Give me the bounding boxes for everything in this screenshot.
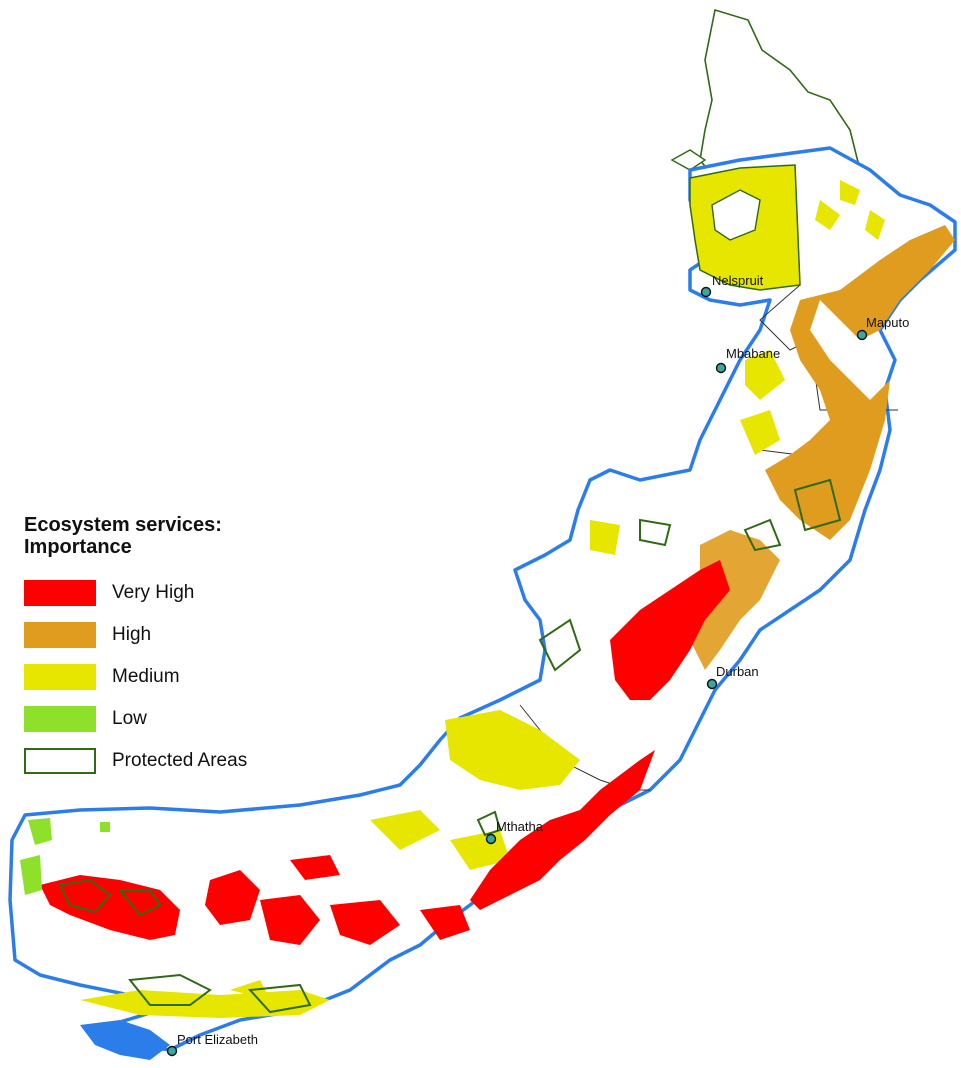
city-marker-icon — [700, 286, 712, 298]
city-label-maputo: Maputo — [866, 315, 909, 330]
map-legend: Ecosystem services: Importance Very High… — [24, 514, 324, 782]
legend-item-protected-areas: Protected Areas — [24, 740, 324, 782]
legend-label: Medium — [112, 666, 180, 687]
legend-swatch-protected-areas — [24, 748, 96, 774]
legend-swatch-very-high — [24, 580, 96, 606]
city-marker-icon — [715, 362, 727, 374]
city-mbabane: Mbabane — [715, 346, 780, 374]
city-label-nelspruit: Nelspruit — [712, 273, 764, 288]
protected-area-outlines — [58, 478, 842, 1014]
northern-protected-area-2 — [670, 149, 707, 171]
legend-swatch-medium — [24, 664, 96, 690]
city-mthatha: Mthatha — [485, 819, 544, 845]
legend-label: Low — [112, 708, 147, 729]
city-marker-icon — [166, 1045, 178, 1057]
city-label-mthatha: Mthatha — [496, 819, 544, 834]
city-marker-icon — [485, 833, 497, 845]
legend-item-very-high: Very High — [24, 572, 324, 614]
legend-swatch-low — [24, 706, 96, 732]
legend-title-line2: Importance — [24, 536, 132, 558]
city-maputo: Maputo — [856, 315, 909, 341]
legend-item-medium: Medium — [24, 656, 324, 698]
legend-swatch-high — [24, 622, 96, 648]
city-durban: Durban — [706, 664, 759, 690]
city-label-port-elizabeth: Port Elizabeth — [177, 1032, 258, 1047]
legend-label: Protected Areas — [112, 750, 248, 771]
city-port-elizabeth: Port Elizabeth — [166, 1032, 258, 1057]
city-label-mbabane: Mbabane — [726, 346, 780, 361]
legend-label: Very High — [112, 582, 195, 603]
city-marker-icon — [706, 678, 718, 690]
high-area-east — [765, 225, 955, 540]
coastal-water — [80, 1020, 170, 1060]
city-marker-icon — [856, 329, 868, 341]
protected-patch — [711, 189, 761, 241]
low-areas — [20, 818, 110, 895]
legend-item-high: High — [24, 614, 324, 656]
very-high-areas — [40, 560, 730, 945]
legend-title: Ecosystem services: Importance — [24, 514, 324, 558]
legend-title-line1: Ecosystem services: — [24, 514, 222, 536]
legend-item-low: Low — [24, 698, 324, 740]
city-nelspruit: Nelspruit — [700, 273, 764, 298]
legend-label: High — [112, 624, 152, 645]
city-label-durban: Durban — [716, 664, 759, 679]
